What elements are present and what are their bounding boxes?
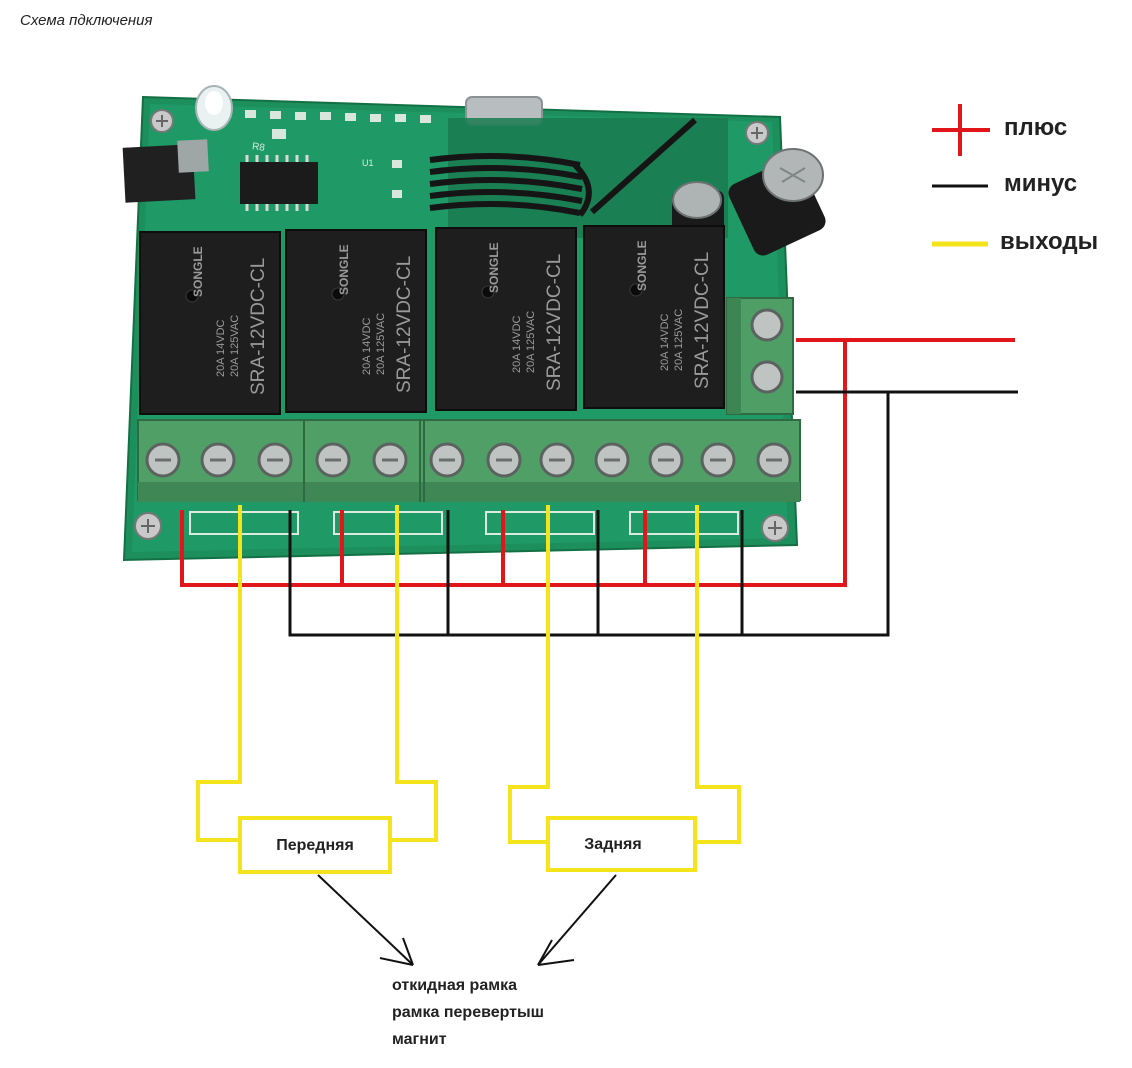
relay-brand: SONGLE [337, 244, 351, 295]
front-output-wire-right [390, 505, 438, 842]
note-line-1: откидная рамка [392, 977, 517, 994]
relay-rating-dc: 20A 14VDC [659, 313, 671, 371]
rear-output-label: Задняя [584, 836, 641, 853]
note-line-3: магнит [392, 1031, 447, 1048]
legend-outputs-label: выходы [1000, 228, 1099, 255]
note-line-2: рамка перевертыш [392, 1004, 545, 1021]
output-wires [196, 505, 741, 844]
bottom-slots [189, 511, 739, 535]
relay-model: SRA-12VDC-CL [692, 252, 713, 389]
relay-rating-ac: 20A 125VAC [673, 309, 685, 371]
minus-wire [288, 390, 1018, 637]
relay-brand: SONGLE [487, 242, 501, 293]
front-output-label: Передняя [276, 837, 354, 854]
relay-rating-ac: 20A 125VAC [375, 313, 387, 375]
plus-wire [180, 338, 1015, 587]
silkscreen-r8: R8 [251, 141, 266, 154]
relay-model: SRA-12VDC-CL [394, 256, 415, 393]
pointer-arrows [317, 874, 617, 966]
terminal-screw [750, 360, 784, 394]
capacitor-large [728, 148, 826, 256]
antenna-coil [429, 117, 697, 217]
voltage-regulator [122, 139, 209, 203]
diagram-title: Схема пдключения [20, 12, 153, 29]
power-terminal [726, 297, 794, 415]
top-pads [245, 110, 431, 198]
relay-brand: SONGLE [635, 240, 649, 291]
arrow-rear [537, 874, 617, 966]
relay-rating-ac: 20A 125VAC [229, 315, 241, 377]
arrow-front [317, 874, 414, 966]
relay-board: R8 U1 [122, 85, 826, 562]
relay-brand: SONGLE [191, 246, 205, 297]
silkscreen-u1: U1 [362, 158, 374, 168]
relay-rating-ac: 20A 125VAC [525, 311, 537, 373]
legend-plus-label: плюс [1004, 114, 1068, 141]
legend-minus-label: минус [1004, 170, 1078, 197]
rear-output-wire-left [508, 505, 550, 844]
rear-output-wire-right [695, 505, 741, 844]
front-output-wire-left [196, 505, 242, 842]
relay-rating-dc: 20A 14VDC [215, 319, 227, 377]
ic-chip [240, 155, 318, 211]
mounting-screws [134, 109, 789, 542]
relay-rating-dc: 20A 14VDC [361, 317, 373, 375]
rear-output-box [546, 816, 697, 872]
led [195, 85, 233, 131]
front-output-box [238, 816, 392, 874]
relay-model: SRA-12VDC-CL [544, 254, 565, 391]
relay-rating-dc: 20A 14VDC [511, 315, 523, 373]
legend-plus-symbol [932, 104, 990, 156]
relay-model: SRA-12VDC-CL [248, 258, 269, 395]
output-terminal-strip [137, 419, 801, 502]
legend [932, 104, 990, 247]
terminal-screw [750, 308, 784, 342]
